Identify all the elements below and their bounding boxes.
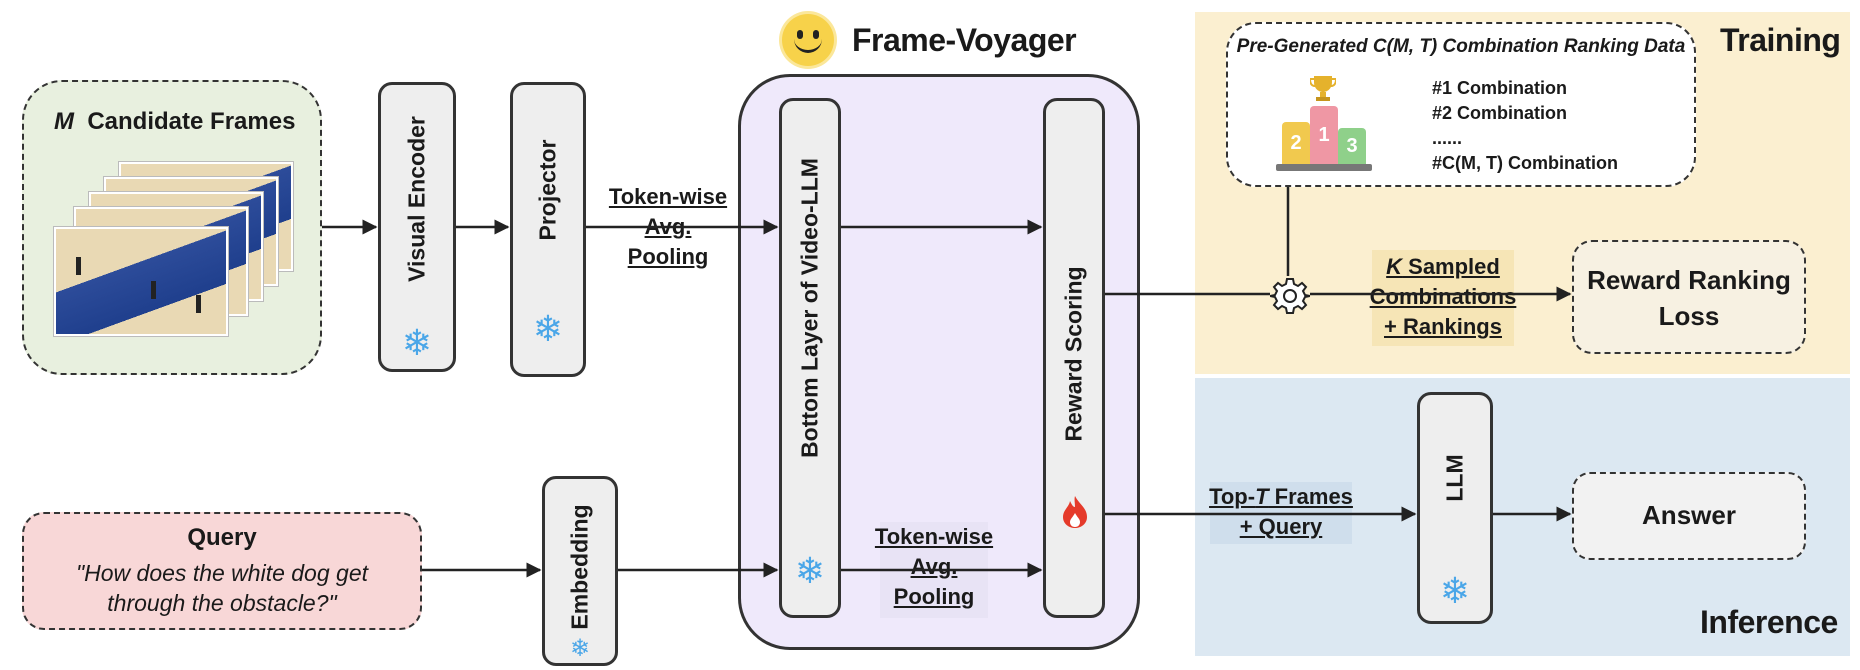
ranking-data-title: Pre-Generated C(M, T) Combination Rankin…: [1236, 36, 1686, 57]
pooling-label-bottom: Token-wise Avg. Pooling: [874, 524, 994, 609]
podium-base: [1276, 164, 1372, 171]
answer-box: Answer: [1572, 472, 1806, 560]
visual-encoder-block: Visual Encoder ❄: [378, 82, 456, 372]
reward-scoring-block: Reward Scoring: [1043, 98, 1105, 618]
snowflake-icon: ❄: [401, 322, 433, 363]
ranking-item: #C(M, T) Combination: [1432, 153, 1618, 173]
smiley-face-icon: [782, 14, 834, 66]
snowflake-icon: ❄: [794, 550, 826, 591]
frame-thumbnail: [54, 227, 228, 336]
ranking-list: #1 Combination #2 Combination ...... #C(…: [1432, 76, 1618, 176]
snowflake-icon: ❄: [1439, 570, 1471, 611]
sampled-label-bg: [1372, 250, 1514, 346]
podium-third: 3: [1338, 128, 1366, 164]
query-panel: Query "How does the white dog get throug…: [22, 512, 422, 630]
query-title: Query: [187, 524, 257, 551]
projector-block: Projector ❄: [510, 82, 586, 377]
pooling-label-top: Token-wise Avg. Pooling: [608, 184, 728, 269]
podium-graphic: 2 1 3: [1276, 74, 1376, 174]
ranking-item: ......: [1432, 128, 1463, 148]
topt-frames-label: Top-T Frames + Query: [1209, 484, 1353, 539]
diagram-title: Frame-Voyager: [852, 22, 1077, 58]
sampled-combinations-label: K Sampled Combinations + Rankings: [1369, 254, 1517, 339]
snowflake-icon: ❄: [532, 308, 564, 349]
snowflake-icon: ❄: [569, 635, 591, 662]
podium-second: 2: [1282, 122, 1310, 164]
query-text: "How does the white dog get through the …: [75, 560, 368, 616]
gear-icon: [1269, 276, 1311, 316]
candidate-frames-title: M Candidate Frames: [54, 108, 296, 135]
ranking-data-panel: Pre-Generated C(M, T) Combination Rankin…: [1226, 22, 1696, 187]
podium-first: 1: [1310, 106, 1338, 164]
ranking-item: #2 Combination: [1432, 103, 1568, 123]
inference-label: Inference: [1700, 604, 1838, 640]
reward-ranking-loss-label: Reward Ranking Loss: [1587, 265, 1791, 331]
training-label: Training: [1720, 22, 1841, 58]
candidate-frames-panel: M Candidate Frames: [22, 80, 322, 375]
bottom-layer-block: Bottom Layer of Video-LLM ❄: [779, 98, 841, 618]
ranking-item: #1 Combination: [1432, 78, 1568, 98]
answer-label: Answer: [1642, 500, 1736, 530]
flame-icon: [1061, 495, 1089, 529]
embedding-block: Embedding ❄: [542, 476, 618, 666]
reward-ranking-loss-box: Reward Ranking Loss: [1572, 240, 1806, 354]
llm-block: LLM ❄: [1417, 392, 1493, 624]
